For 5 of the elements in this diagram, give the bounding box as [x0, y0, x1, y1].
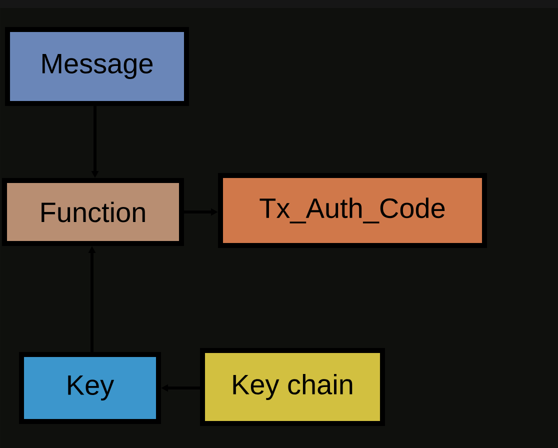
process-box: Key chain	[200, 348, 385, 426]
process-box: Function	[2, 178, 184, 246]
process-box: Tx_Auth_Code	[218, 173, 487, 248]
process-box: Key	[19, 352, 161, 424]
process-box: Message	[5, 27, 189, 106]
